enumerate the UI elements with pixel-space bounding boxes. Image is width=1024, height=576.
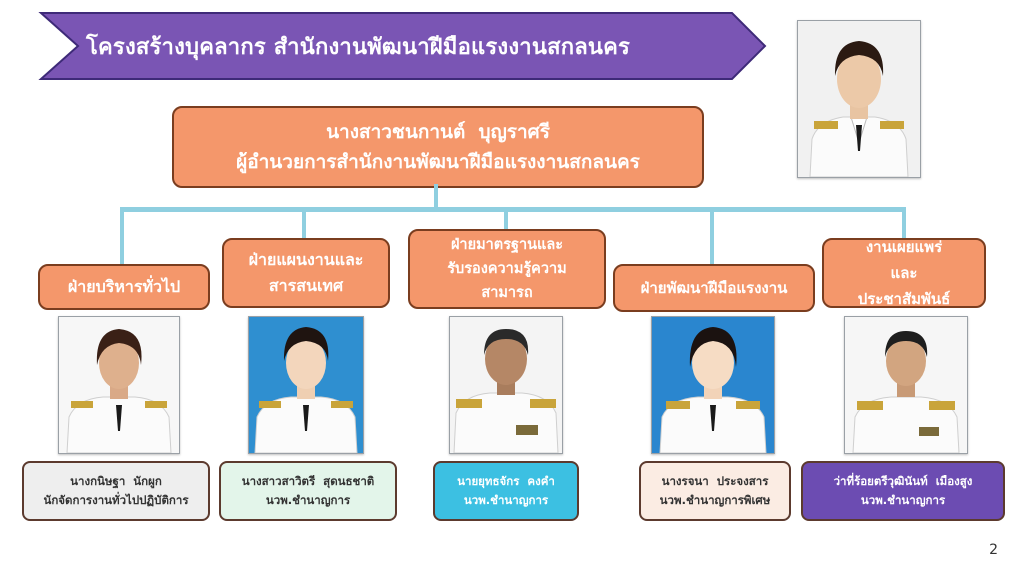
staff-position: นวพ.ชำนาญการ <box>463 493 549 507</box>
division-box-planning: ฝ่ายแผนงานและสารสนเทศ <box>222 238 390 308</box>
title-banner <box>38 12 767 80</box>
staff-name: นางสาวสาวิตรี สุดนธชาติ <box>241 474 375 488</box>
staff-photo-3 <box>449 316 563 454</box>
connector-drop-5 <box>902 210 906 240</box>
staff-photo-5 <box>844 316 968 454</box>
portrait-woman-icon <box>652 317 774 453</box>
staff-position: นวพ.ชำนาญการ <box>265 493 351 507</box>
portrait-woman-icon <box>249 317 363 453</box>
connector-drop-4 <box>710 210 714 264</box>
page-number: 2 <box>989 542 998 558</box>
staff-photo-4 <box>651 316 775 454</box>
staff-card-4: นางรจนา ประจงสาร นวพ.ชำนาญการพิเศษ <box>639 461 791 521</box>
chart-title: โครงสร้างบุคลากร สำนักงานพัฒนาฝีมือแรงงา… <box>86 34 631 60</box>
connector-bar <box>120 207 906 212</box>
portrait-woman-icon <box>798 21 920 177</box>
portrait-woman-icon <box>59 317 179 453</box>
director-photo <box>797 20 921 178</box>
division-label: งานเผยแพร่และประชาสัมพันธ์ <box>857 238 951 308</box>
director-box: นางสาวชนกานต์ บุญราศรี ผู้อำนวยการสำนักง… <box>172 106 704 188</box>
staff-photo-2 <box>248 316 364 454</box>
staff-card-3: นายยุทธจักร คงคำ นวพ.ชำนาญการ <box>433 461 579 521</box>
connector-drop-2 <box>302 210 306 240</box>
portrait-man-icon <box>845 317 967 453</box>
connector-trunk <box>434 184 438 210</box>
division-label: ฝ่ายแผนงานและสารสนเทศ <box>248 250 364 295</box>
portrait-man-icon <box>450 317 562 453</box>
division-label: ฝ่ายมาตรฐานและรับรองความรู้ความสามารถ <box>447 237 567 301</box>
connector-drop-3 <box>504 210 508 230</box>
director-name: นางสาวชนกานต์ บุญราศรี <box>326 121 550 143</box>
staff-position: นวพ.ชำนาญการ <box>860 493 946 507</box>
staff-position: นักจัดการงานทั่วไปปฏิบัติการ <box>43 493 189 507</box>
connector-drop-1 <box>120 210 124 264</box>
staff-name: นางรจนา ประจงสาร <box>661 474 769 488</box>
division-box-skill-development: ฝ่ายพัฒนาฝีมือแรงงาน <box>613 264 815 312</box>
staff-name: นายยุทธจักร คงคำ <box>457 474 555 488</box>
division-label: ฝ่ายพัฒนาฝีมือแรงงาน <box>640 279 788 297</box>
division-box-public-relations: งานเผยแพร่และประชาสัมพันธ์ <box>822 238 986 308</box>
division-label: ฝ่ายบริหารทั่วไป <box>67 276 181 296</box>
staff-position: นวพ.ชำนาญการพิเศษ <box>659 493 771 507</box>
staff-card-5: ว่าที่ร้อยตรีวุฒินันท์ เมืองสูง นวพ.ชำนา… <box>801 461 1005 521</box>
division-box-standards: ฝ่ายมาตรฐานและรับรองความรู้ความสามารถ <box>408 229 606 309</box>
director-position: ผู้อำนวยการสำนักงานพัฒนาฝีมือแรงงานสกลนค… <box>236 151 640 173</box>
division-box-general-admin: ฝ่ายบริหารทั่วไป <box>38 264 210 310</box>
staff-card-1: นางกนิษฐา นักผูก นักจัดการงานทั่วไปปฏิบั… <box>22 461 210 521</box>
staff-name: นางกนิษฐา นักผูก <box>70 474 162 488</box>
staff-name: ว่าที่ร้อยตรีวุฒินันท์ เมืองสูง <box>833 474 973 488</box>
staff-card-2: นางสาวสาวิตรี สุดนธชาติ นวพ.ชำนาญการ <box>219 461 397 521</box>
staff-photo-1 <box>58 316 180 454</box>
